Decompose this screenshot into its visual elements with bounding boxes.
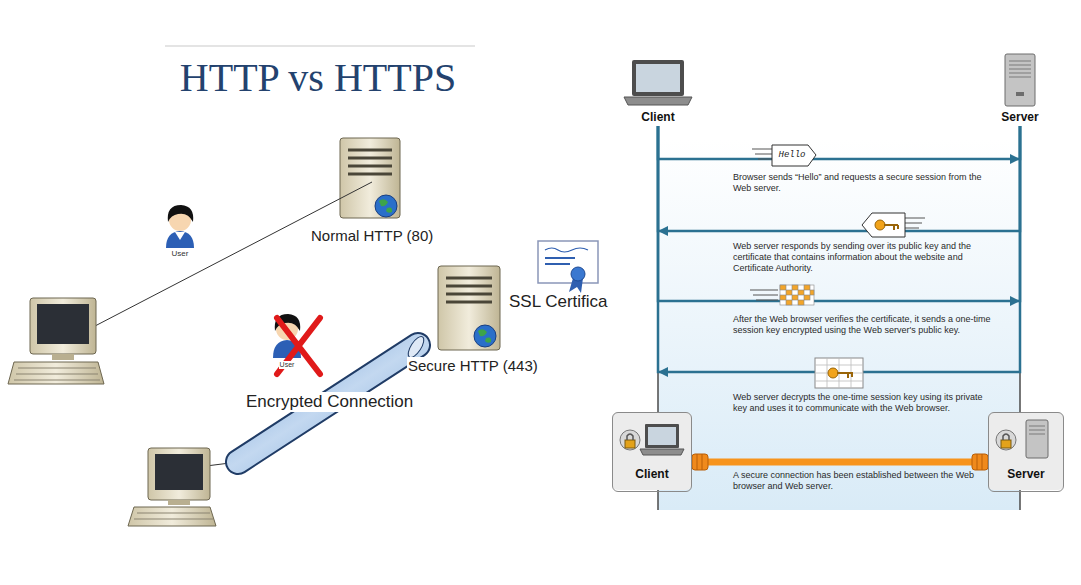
message-line <box>658 126 1020 231</box>
message-line <box>658 126 1020 159</box>
message-description: Web server decrypts the one-time session… <box>733 392 991 414</box>
cable-line <box>692 459 988 466</box>
plug-ridges <box>697 454 702 470</box>
diagram-label: User <box>172 249 189 258</box>
message-description: After the Web browser verifies the certi… <box>733 314 991 336</box>
node-label: Server <box>990 110 1050 124</box>
cable-plug <box>972 454 988 470</box>
message-description: Web server responds by sending over its … <box>733 241 991 274</box>
plug-ridges <box>977 454 982 470</box>
node-label: Server <box>989 467 1063 481</box>
diagram-label: User <box>279 361 296 369</box>
message-word: Hello <box>778 150 805 160</box>
secure-cable <box>692 454 988 470</box>
node-label: Client <box>613 467 691 481</box>
message-arrow <box>658 126 1020 306</box>
message-description: A secure connection has been established… <box>733 470 991 492</box>
diagram-label: Secure HTTP (443) <box>407 357 539 374</box>
cable-plug <box>692 454 708 470</box>
arrow-head <box>1010 296 1020 306</box>
diagram-label: SSL Certifica <box>509 292 608 312</box>
message-line <box>658 126 1020 301</box>
message-line <box>658 126 1020 372</box>
diagram-title: HTTP vs HTTPS <box>180 56 456 100</box>
message-arrow <box>658 126 1020 236</box>
diagram-label: Normal HTTP (80) <box>311 227 433 244</box>
node-label: Client <box>623 110 693 124</box>
message-description: Browser sends “Hello” and requests a sec… <box>733 172 991 194</box>
diagram-label: Encrypted Connection <box>244 392 415 412</box>
arrow-head <box>658 367 668 377</box>
arrow-head <box>658 226 668 236</box>
message-arrow <box>658 126 1020 377</box>
message-arrow <box>658 126 1020 164</box>
client-icon: Client <box>623 55 693 126</box>
server-box: Server <box>988 412 1064 492</box>
server-icon: Server <box>990 55 1050 126</box>
client-box: Client <box>612 412 692 492</box>
arrow-head <box>1010 154 1020 164</box>
